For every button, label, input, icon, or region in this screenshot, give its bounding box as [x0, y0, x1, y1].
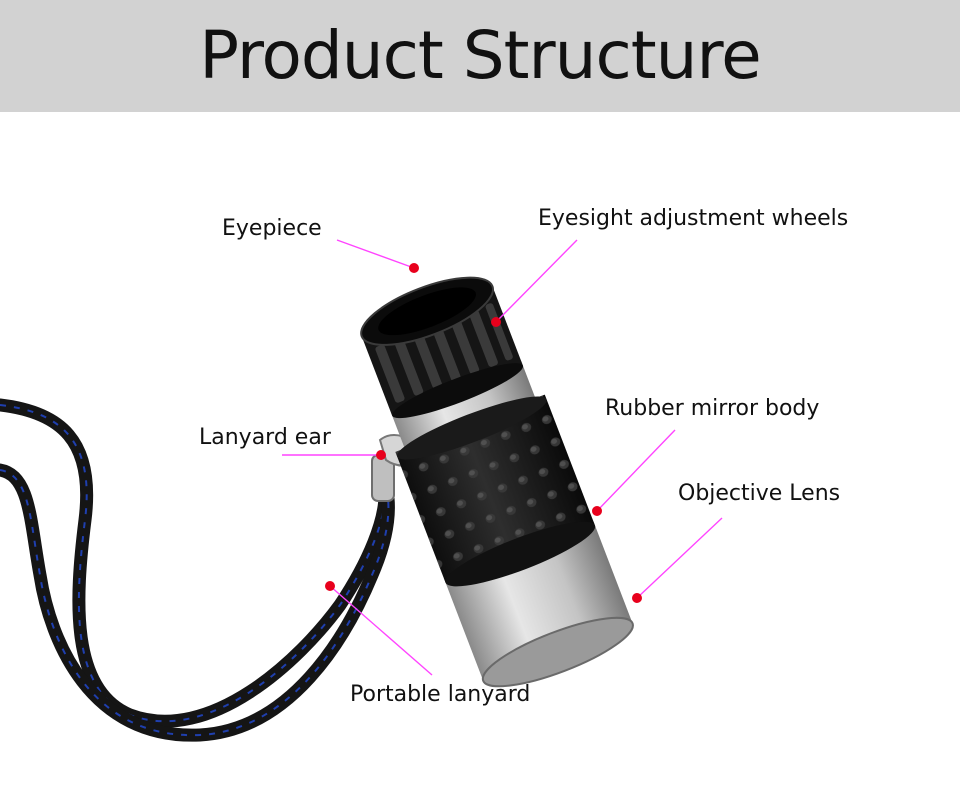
label-rubber-mirror-body: Rubber mirror body — [605, 396, 820, 421]
label-eyesight-adjustment-wheels: Eyesight adjustment wheels — [538, 206, 849, 231]
label-lanyard-ear: Lanyard ear — [199, 425, 331, 450]
portable-lanyard-dot — [325, 581, 335, 591]
objective-lens-dot — [632, 593, 642, 603]
label-objective-lens: Objective Lens — [678, 481, 841, 506]
label-portable-lanyard: Portable lanyard — [350, 682, 531, 707]
adjustment-wheels-dot — [491, 317, 501, 327]
page-title: Product Structure — [199, 17, 762, 94]
header-bar — [0, 0, 960, 112]
monocular-body — [360, 276, 634, 688]
callout-dots — [325, 263, 642, 603]
lanyard-strap — [0, 398, 395, 742]
label-eyepiece: Eyepiece — [222, 216, 322, 241]
rubber-body-dot — [592, 506, 602, 516]
callout-lines — [282, 239, 723, 676]
eyepiece-dot — [409, 263, 419, 273]
lanyard-ear-dot — [376, 450, 386, 460]
